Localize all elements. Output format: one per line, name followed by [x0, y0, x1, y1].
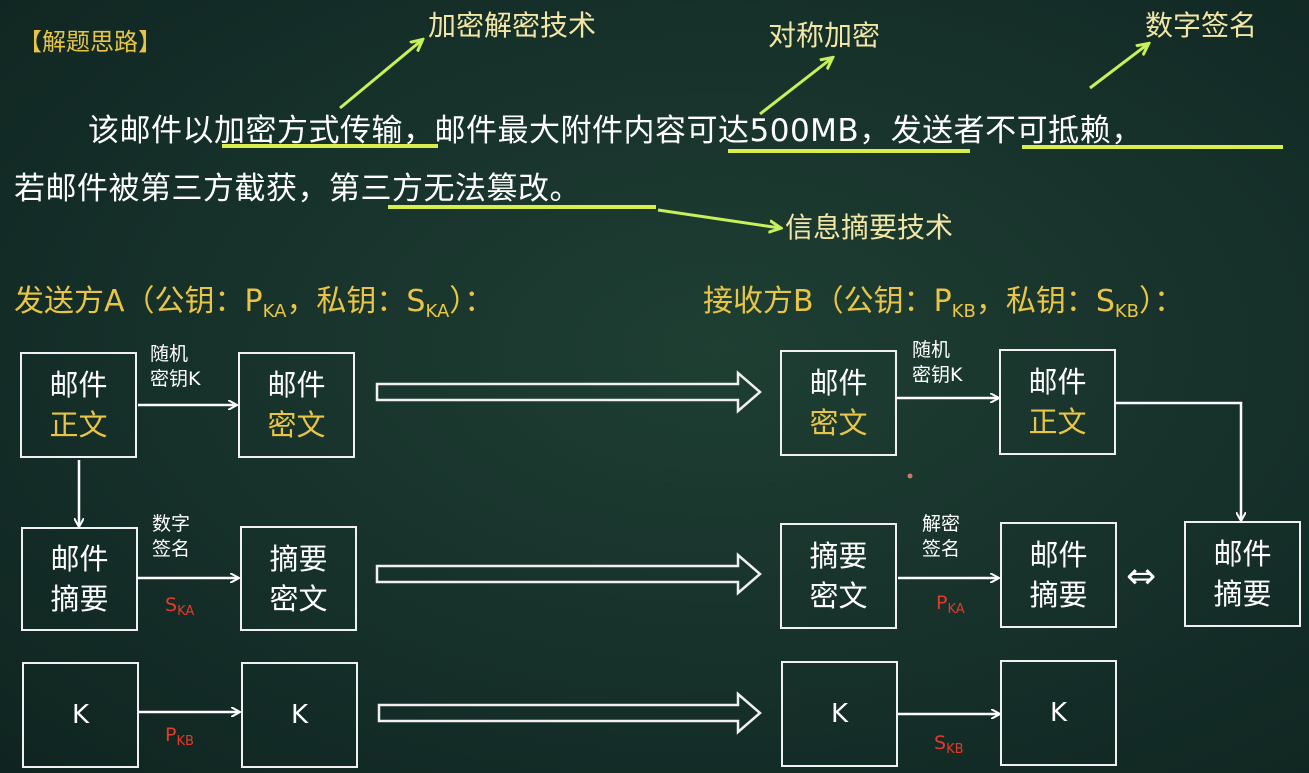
receiver-mail-digest-computed: 邮件摘要 — [1184, 521, 1301, 627]
key-receiver-private: SKB — [934, 732, 964, 757]
text-segment: ， — [1111, 113, 1143, 149]
text-segment-underlined: 内容可达500MB — [623, 113, 860, 149]
transmit-arrow-digest — [375, 552, 762, 596]
receiver-key: K — [1000, 660, 1117, 766]
annotation-encryption: 加密解密技术 — [428, 9, 597, 42]
receiver-digest-ciphertext: 摘要密文 — [780, 523, 897, 629]
sender-heading: 发送方A（公钥：PKA，私钥：SKA）： — [14, 284, 495, 322]
arrow-to-encryption-note — [339, 40, 422, 110]
receiver-mail-plaintext: 邮件正文 — [999, 349, 1116, 455]
label-decrypt-signature: 解密 签名 — [922, 513, 961, 560]
text-segment-underlined: 发送者不可抵赖 — [890, 113, 1112, 149]
sender-key-encrypted: K — [241, 662, 358, 768]
annotation-signature: 数字签名 — [1145, 9, 1258, 42]
annotation-digest: 信息摘要技术 — [785, 211, 954, 244]
receiver-heading: 接收方B（公钥：PKB，私钥：SKB）： — [703, 284, 1185, 322]
transmit-arrow-cipher — [375, 370, 762, 414]
receiver-key-encrypted: K — [781, 661, 898, 767]
arrow-to-symmetric-note — [759, 58, 832, 116]
text-segment: 。 — [549, 171, 581, 207]
key-receiver-public: PKB — [165, 724, 194, 749]
label-random-key-sender: 随机 密钥K — [150, 343, 201, 390]
sender-mail-plaintext: 邮件正文 — [20, 352, 137, 458]
sender-mail-ciphertext: 邮件密文 — [238, 352, 355, 458]
text-segment-underlined: 加密方式传输 — [214, 113, 403, 149]
sender-digest-ciphertext: 摘要密文 — [240, 526, 357, 631]
paragraph-line-2: 若邮件被第三方截获，第三方无法篡改。 — [14, 163, 581, 208]
text-segment: 若邮件被第三方截获， — [14, 171, 329, 207]
key-sender-private: SKA — [165, 594, 195, 619]
receiver-mail-digest-decrypted: 邮件摘要 — [1000, 522, 1117, 628]
compare-symbol: ⇔ — [1126, 556, 1157, 597]
text-segment: ，邮件最大附件 — [403, 113, 624, 149]
sender-key: K — [22, 662, 139, 768]
transmit-arrow-key — [377, 691, 762, 735]
section-heading: 【解题思路】 — [18, 28, 162, 56]
label-random-key-receiver: 随机 密钥K — [912, 339, 963, 386]
label-digital-signature: 数字 签名 — [152, 513, 191, 560]
paragraph-line-1: 该邮件以加密方式传输，邮件最大附件内容可达500MB，发送者不可抵赖， — [88, 105, 1143, 150]
receiver-mail-ciphertext: 邮件密文 — [780, 350, 897, 456]
sender-mail-digest: 邮件摘要 — [21, 527, 138, 631]
arrow-to-digest-note — [657, 208, 780, 228]
arrow-to-signature-note — [1089, 44, 1148, 90]
text-segment-underlined: 第三方无法篡改 — [329, 171, 550, 207]
text-segment: ， — [859, 113, 891, 149]
annotation-symmetric: 对称加密 — [768, 19, 881, 52]
key-sender-public: PKA — [936, 592, 965, 617]
text-segment: 该邮件以 — [88, 113, 214, 149]
